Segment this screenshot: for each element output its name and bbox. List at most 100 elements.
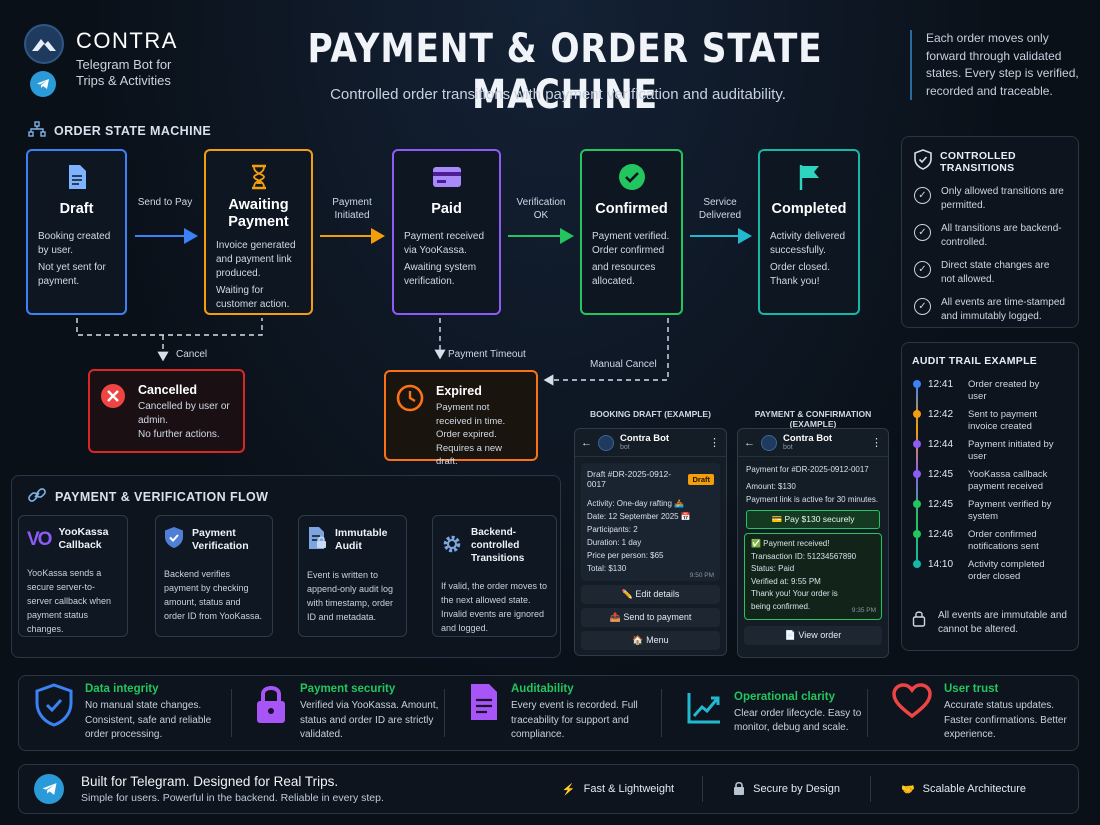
- cancel-path: [76, 318, 263, 360]
- state-expired: Expired Payment not received in time.Ord…: [384, 370, 538, 467]
- document-icon: [38, 163, 115, 191]
- state-awaiting-payment: Awaiting Payment Invoice generated and p…: [204, 149, 313, 315]
- audit-event: YooKassa callback payment received: [968, 469, 1048, 492]
- audit-row: 12:45 Payment verified by system: [913, 499, 1068, 529]
- clock-icon: [396, 384, 424, 469]
- gear-icon: [441, 533, 463, 559]
- more-icon[interactable]: ⋮: [709, 437, 720, 449]
- back-arrow-icon[interactable]: ←: [581, 436, 592, 449]
- brand-subtitle: Telegram Bot for Trips & Activities: [76, 57, 172, 88]
- audit-row: 12:42 Sent to payment invoice created: [913, 409, 1068, 439]
- shield-icon: [914, 149, 932, 175]
- document-lock-icon: [307, 526, 327, 554]
- check-circle-icon: [592, 163, 671, 191]
- header-note: Each order moves only forward through va…: [910, 30, 1080, 100]
- audit-time: 12:45: [928, 499, 954, 510]
- hourglass-icon: [216, 163, 301, 191]
- state-machine-heading: ORDER STATE MACHINE: [28, 121, 211, 140]
- x-circle-icon: [100, 383, 126, 442]
- back-arrow-icon[interactable]: ←: [744, 436, 755, 449]
- page-subtitle: Controlled order transitions with paymen…: [330, 86, 786, 103]
- telegram-icon: [30, 71, 56, 97]
- view-order-button[interactable]: 📄 View order: [744, 626, 882, 645]
- manual-cancel-path: [543, 318, 669, 386]
- payment-received-message: ✅ Payment received! Transaction ID: 5123…: [744, 533, 882, 620]
- audit-event: Activity completed order closed: [968, 559, 1045, 582]
- brand-name: CONTRA: [76, 28, 178, 53]
- state-confirmed: Confirmed Payment verified. Order confir…: [580, 149, 683, 315]
- transition-label: Service Delivered: [698, 197, 742, 221]
- manual-cancel-label: Manual Cancel: [590, 359, 657, 370]
- page-title: PAYMENT & ORDER STATE MACHINE: [307, 26, 823, 118]
- heart-icon: [892, 683, 932, 724]
- footer-subtitle: Simple for users. Powerful in the backen…: [81, 792, 384, 804]
- timeline-dot: [913, 530, 921, 538]
- check-icon: ✓: [914, 261, 931, 278]
- chart-line-icon: [686, 691, 722, 730]
- more-icon[interactable]: ⋮: [871, 437, 882, 449]
- state-draft: Draft Booking created by user.Not yet se…: [26, 149, 127, 315]
- timeline-dot: [913, 380, 921, 388]
- card-icon: [404, 163, 489, 191]
- audit-time: 12:46: [928, 529, 954, 540]
- audit-event: Payment verified by system: [968, 499, 1052, 522]
- timeline-dot: [913, 440, 921, 448]
- document-icon: [469, 683, 499, 726]
- audit-time: 12:45: [928, 469, 954, 480]
- lock-icon: [733, 781, 745, 798]
- audit-event: Order created by user: [968, 379, 1040, 402]
- audit-time: 14:10: [928, 559, 954, 570]
- audit-time: 12:41: [928, 379, 954, 390]
- check-icon: ✓: [914, 224, 931, 241]
- send-to-payment-button[interactable]: 📤 Send to payment: [581, 608, 720, 627]
- audit-event: Order confirmed notifications sent: [968, 529, 1039, 552]
- feature-fast: ⚡Fast & Lightweight: [561, 783, 675, 796]
- timeline-dot: [913, 410, 921, 418]
- lightning-icon: ⚡: [561, 783, 576, 796]
- payment-confirmation-label: PAYMENT & CONFIRMATION (EXAMPLE): [754, 409, 872, 429]
- state-cancelled: Cancelled Cancelled by user or admin.No …: [88, 369, 245, 453]
- audit-row: 12:44 Payment initiated by user: [913, 439, 1068, 469]
- telegram-icon: [34, 774, 64, 804]
- audit-event: Payment initiated by user: [968, 439, 1054, 462]
- transition-label: Send to Pay: [137, 197, 193, 208]
- state-paid: Paid Payment received via YooKassa.Await…: [392, 149, 501, 315]
- draft-badge: Draft: [688, 473, 714, 485]
- transition-label: Payment Initiated: [332, 197, 372, 221]
- shield-check-icon: [164, 526, 184, 553]
- audit-event: Sent to payment invoice created: [968, 409, 1038, 432]
- audit-footer: All events are immutable and cannot be a…: [938, 610, 1067, 635]
- booking-draft-label: BOOKING DRAFT (EXAMPLE): [590, 409, 711, 419]
- link-icon: [27, 486, 47, 507]
- timeline-dot: [913, 500, 921, 508]
- timeline-dot: [913, 560, 921, 568]
- flag-icon: [770, 163, 848, 191]
- cancel-label: Cancel: [176, 349, 208, 360]
- audit-row: 12:41 Order created by user: [913, 379, 1068, 409]
- handshake-icon: 🤝: [900, 783, 915, 796]
- edit-details-button[interactable]: ✏️ Edit details: [581, 585, 720, 604]
- audit-time: 12:42: [928, 409, 954, 420]
- pay-button[interactable]: 💳 Pay $130 securely: [746, 510, 880, 529]
- timeout-label: Payment Timeout: [448, 349, 526, 360]
- audit-row: 14:10 Activity completed order closed: [913, 559, 1068, 589]
- menu-button[interactable]: 🏠 Menu: [581, 631, 720, 650]
- footer-bar: Built for Telegram. Designed for Real Tr…: [18, 764, 1079, 814]
- avatar: [761, 434, 777, 451]
- feature-scalable: 🤝Scalable Architecture: [900, 783, 1026, 796]
- footer-title: Built for Telegram. Designed for Real Tr…: [81, 774, 339, 789]
- flow-card-verification: Payment Verification Backend verifies pa…: [155, 515, 273, 637]
- audit-time: 12:44: [928, 439, 954, 450]
- draft-message: Draft #DR-2025-0912-0017 Draft Activity:…: [581, 463, 720, 581]
- state-completed: Completed Activity delivered successfull…: [758, 149, 860, 315]
- controlled-transitions-panel: CONTROLLED TRANSITIONS ✓Only allowed tra…: [901, 136, 1079, 328]
